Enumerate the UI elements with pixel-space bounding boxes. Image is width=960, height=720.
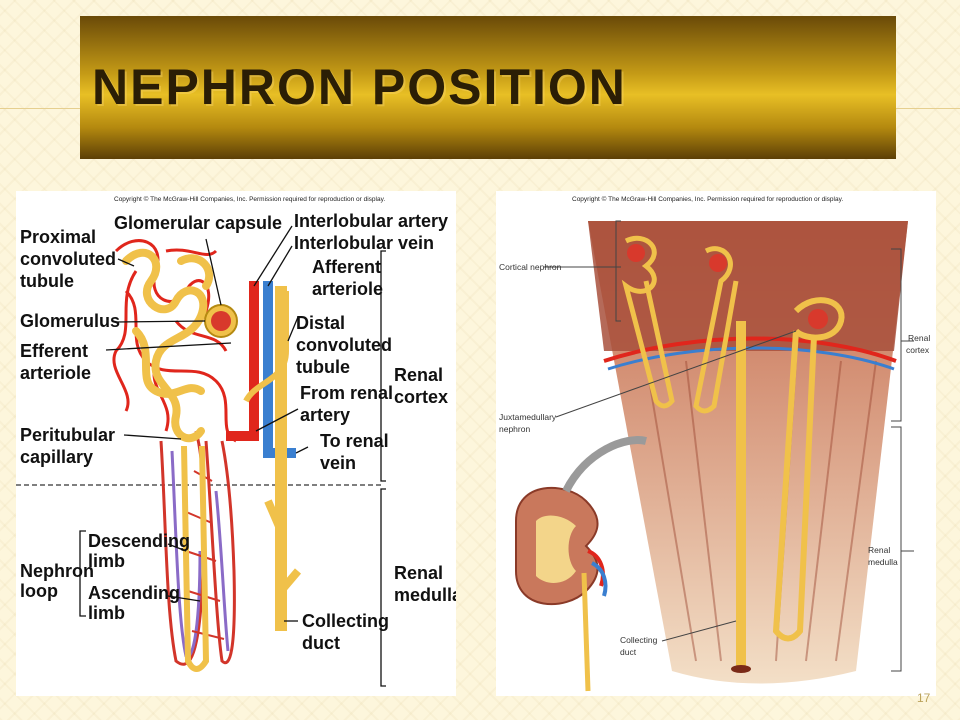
cortical-glomerulus [709,254,727,272]
label-renal-cortex-1: Renal [394,365,443,385]
kidney-inset [515,487,608,692]
label-renal-medulla-2: medulla [394,585,456,605]
figure-copyright: Copyright © The McGraw-Hill Companies, I… [114,195,385,203]
label-collecting-2: duct [302,633,340,653]
proximal-convoluted-tubule [122,248,214,443]
label-from-renal-1: From renal [300,383,393,403]
label-afferent-1: Afferent [312,257,381,277]
label-collecting-1: Collecting [620,635,658,645]
label-from-renal-2: artery [300,405,350,425]
label-nephron-loop-2: loop [20,581,58,601]
label-efferent-1: Efferent [20,341,88,361]
label-descending-2: limb [88,551,125,571]
label-to-renal-2: vein [320,453,356,473]
page-number: 17 [917,691,931,705]
glomerulus [211,311,231,331]
nephron-diagram: Copyright © The McGraw-Hill Companies, I… [16,195,456,687]
label-distal-3: tubule [296,357,350,377]
cortical-glomerulus [627,244,645,262]
label-distal-1: Distal [296,313,345,333]
label-renal-medulla-2: medulla [868,557,898,567]
interlobular-artery [226,281,259,441]
juxtamedullary-glomerulus [808,309,828,329]
label-interlobular-vein: Interlobular vein [294,233,434,253]
label-peritubular-2: capillary [20,447,93,467]
label-renal-cortex-2: cortex [906,345,930,355]
zoom-arrow [562,436,647,493]
nephron-diagram-figure: Copyright © The McGraw-Hill Companies, I… [16,191,456,696]
slide-title: NEPHRON POSITION [92,59,627,115]
label-proximal-2: convoluted [20,249,116,269]
cortical-nephrons [621,235,739,414]
label-juxtamedullary-2: nephron [499,424,530,434]
label-collecting-1: Collecting [302,611,389,631]
label-distal-2: convoluted [296,335,392,355]
label-collecting-2: duct [620,647,637,657]
kidney-section-diagram: Copyright © The McGraw-Hill Companies, I… [499,195,930,692]
label-proximal-3: tubule [20,271,74,291]
label-renal-cortex-2: cortex [394,387,448,407]
label-proximal-1: Proximal [20,227,96,247]
label-descending-1: Descending [88,531,190,551]
label-renal-cortex-1: Renal [908,333,930,343]
label-ascending-2: limb [88,603,125,623]
nephron-labels: Proximal convoluted tubule Glomerular ca… [20,211,456,653]
collecting-duct-branches [264,499,302,594]
cortex-region [588,221,908,351]
label-interlobular-artery: Interlobular artery [294,211,448,231]
label-juxtamedullary-1: Juxtamedullary [499,412,557,422]
juxtamedullary-nephron [772,297,845,642]
title-banner [80,16,896,159]
nephron-loop [181,445,210,672]
duct-opening [731,665,751,673]
leader-lines [544,220,914,672]
label-peritubular-1: Peritubular [20,425,115,445]
figure-copyright: Copyright © The McGraw-Hill Companies, I… [572,195,843,203]
label-ascending-1: Ascending [88,583,180,603]
label-glomerulus: Glomerulus [20,311,120,331]
label-renal-medulla-1: Renal [868,545,890,555]
label-nephron-loop-1: Nephron [20,561,94,581]
kidney-labels: Cortical nephron Juxtamedullary nephron … [499,262,930,657]
label-to-renal-1: To renal [320,431,389,451]
label-efferent-2: arteriole [20,363,91,383]
leader-lines [79,225,386,687]
label-renal-medulla-1: Renal [394,563,443,583]
label-glomerular-capsule: Glomerular capsule [114,213,282,233]
kidney-section-figure: Copyright © The McGraw-Hill Companies, I… [496,191,936,696]
label-afferent-2: arteriole [312,279,383,299]
label-cortical-nephron: Cortical nephron [499,262,562,272]
